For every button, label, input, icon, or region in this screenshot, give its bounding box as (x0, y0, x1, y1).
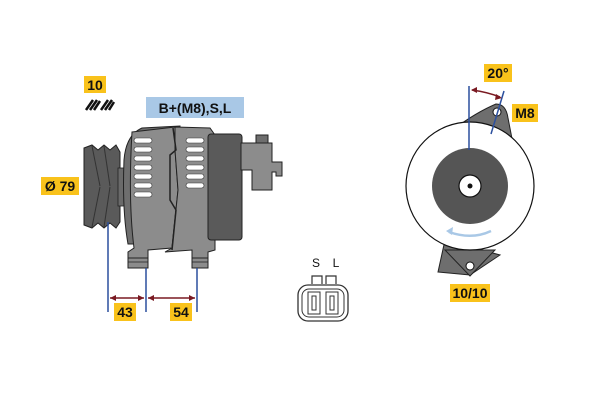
dimension-left-label: 43 (114, 303, 136, 321)
mount-clock-label: 10/10 (450, 284, 490, 302)
front-view (405, 86, 535, 277)
alternator-body (123, 125, 283, 269)
plug-connector (297, 275, 349, 322)
plug-pin-l-label: L (332, 256, 340, 270)
thread-label: M8 (512, 104, 538, 122)
dimension-right-label: 54 (170, 303, 192, 321)
pulley-diameter-label: Ø 79 (41, 177, 79, 195)
quantity-badge: 10 (84, 76, 106, 93)
plug-pin-s-label: S (311, 256, 320, 270)
counterclockwise-arrow-icon (448, 229, 492, 237)
connection-label: B+(M8),S,L (146, 97, 244, 118)
dimension-lines (107, 222, 198, 312)
hatched-stripes-icon (84, 99, 116, 111)
angle-label: 20° (484, 64, 512, 82)
pulley (83, 144, 125, 229)
